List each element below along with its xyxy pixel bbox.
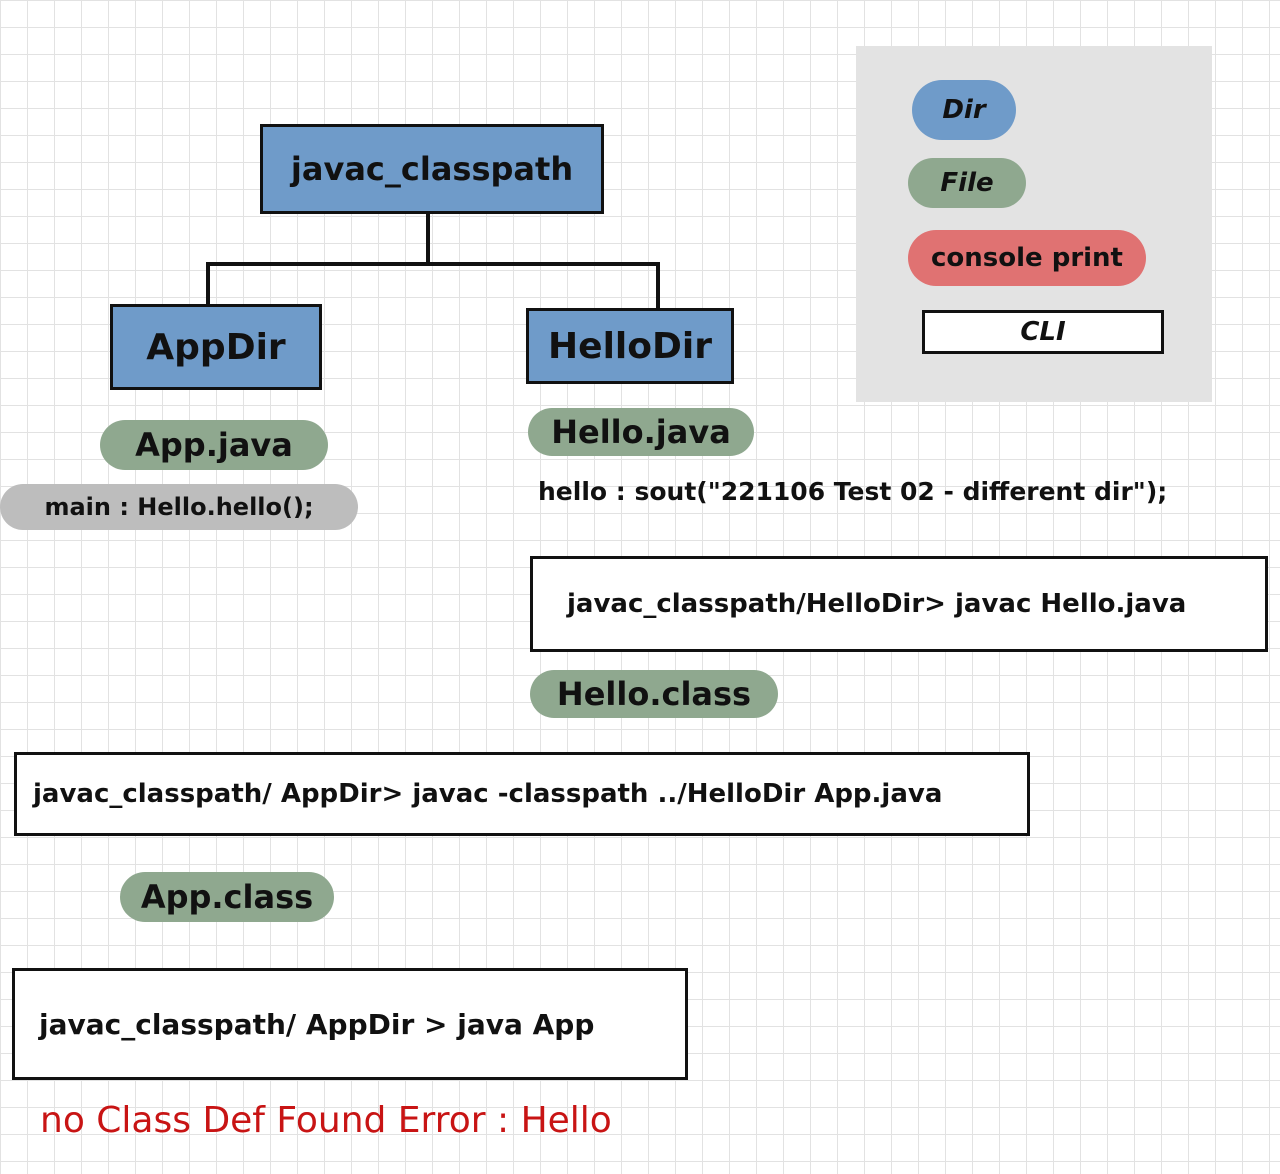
legend-console-print: console print [908, 230, 1146, 286]
legend-file: File [908, 158, 1026, 208]
legend-cli: CLI [922, 310, 1164, 354]
console-error-output: no Class Def Found Error : Hello [40, 1100, 612, 1141]
root-dir-box: javac_classpath [260, 124, 604, 214]
connector-right-stem [656, 262, 660, 310]
app-dir-box: AppDir [110, 304, 322, 390]
hello-java-file: Hello.java [528, 408, 754, 456]
hello-method-code: hello : sout("221106 Test 02 - different… [538, 477, 1168, 506]
hello-class-file: Hello.class [530, 670, 778, 718]
legend-panel: Dir File console print CLI [856, 46, 1212, 402]
app-run-command: javac_classpath/ AppDir > java App [12, 968, 688, 1080]
app-compile-command: javac_classpath/ AppDir> javac -classpat… [14, 752, 1030, 836]
app-main-code: main : Hello.hello(); [0, 484, 358, 530]
legend-dir: Dir [912, 80, 1016, 140]
app-java-file: App.java [100, 420, 328, 470]
connector-horizontal [206, 262, 660, 266]
connector-root-stem [426, 212, 430, 264]
app-class-file: App.class [120, 872, 334, 922]
connector-left-stem [206, 262, 210, 306]
hello-dir-box: HelloDir [526, 308, 734, 384]
hello-compile-command: javac_classpath/HelloDir> javac Hello.ja… [530, 556, 1268, 652]
